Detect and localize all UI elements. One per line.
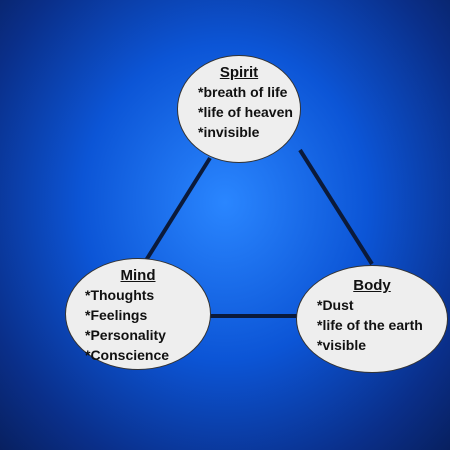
body-title: Body bbox=[353, 277, 391, 294]
spirit-item: *breath of life bbox=[198, 84, 288, 100]
spirit-item: *life of heaven bbox=[198, 104, 293, 120]
spirit-title: Spirit bbox=[219, 64, 259, 81]
mind-item: *Conscience bbox=[85, 347, 170, 363]
body-items: *Dust *life of the earth *visible bbox=[317, 295, 447, 355]
mind-items: *Thoughts *Feelings *Personality *Consci… bbox=[85, 285, 210, 365]
spirit-node: Spirit *breath of life *life of heaven *… bbox=[177, 55, 301, 163]
mind-item: *Personality bbox=[85, 327, 166, 343]
spirit-item: *invisible bbox=[198, 124, 260, 140]
mind-node: Mind *Thoughts *Feelings *Personality *C… bbox=[65, 258, 211, 370]
link-spirit-body bbox=[298, 148, 374, 266]
body-node: Body *Dust *life of the earth *visible bbox=[296, 265, 448, 373]
link-spirit-mind bbox=[143, 156, 212, 264]
mind-item: *Feelings bbox=[85, 307, 148, 323]
body-item: *Dust bbox=[317, 297, 354, 313]
spirit-items: *breath of life *life of heaven *invisib… bbox=[198, 82, 300, 142]
mind-item: *Thoughts bbox=[85, 287, 155, 303]
body-item: *life of the earth bbox=[317, 317, 423, 333]
body-item: *visible bbox=[317, 337, 367, 353]
mind-title: Mind bbox=[120, 267, 156, 284]
